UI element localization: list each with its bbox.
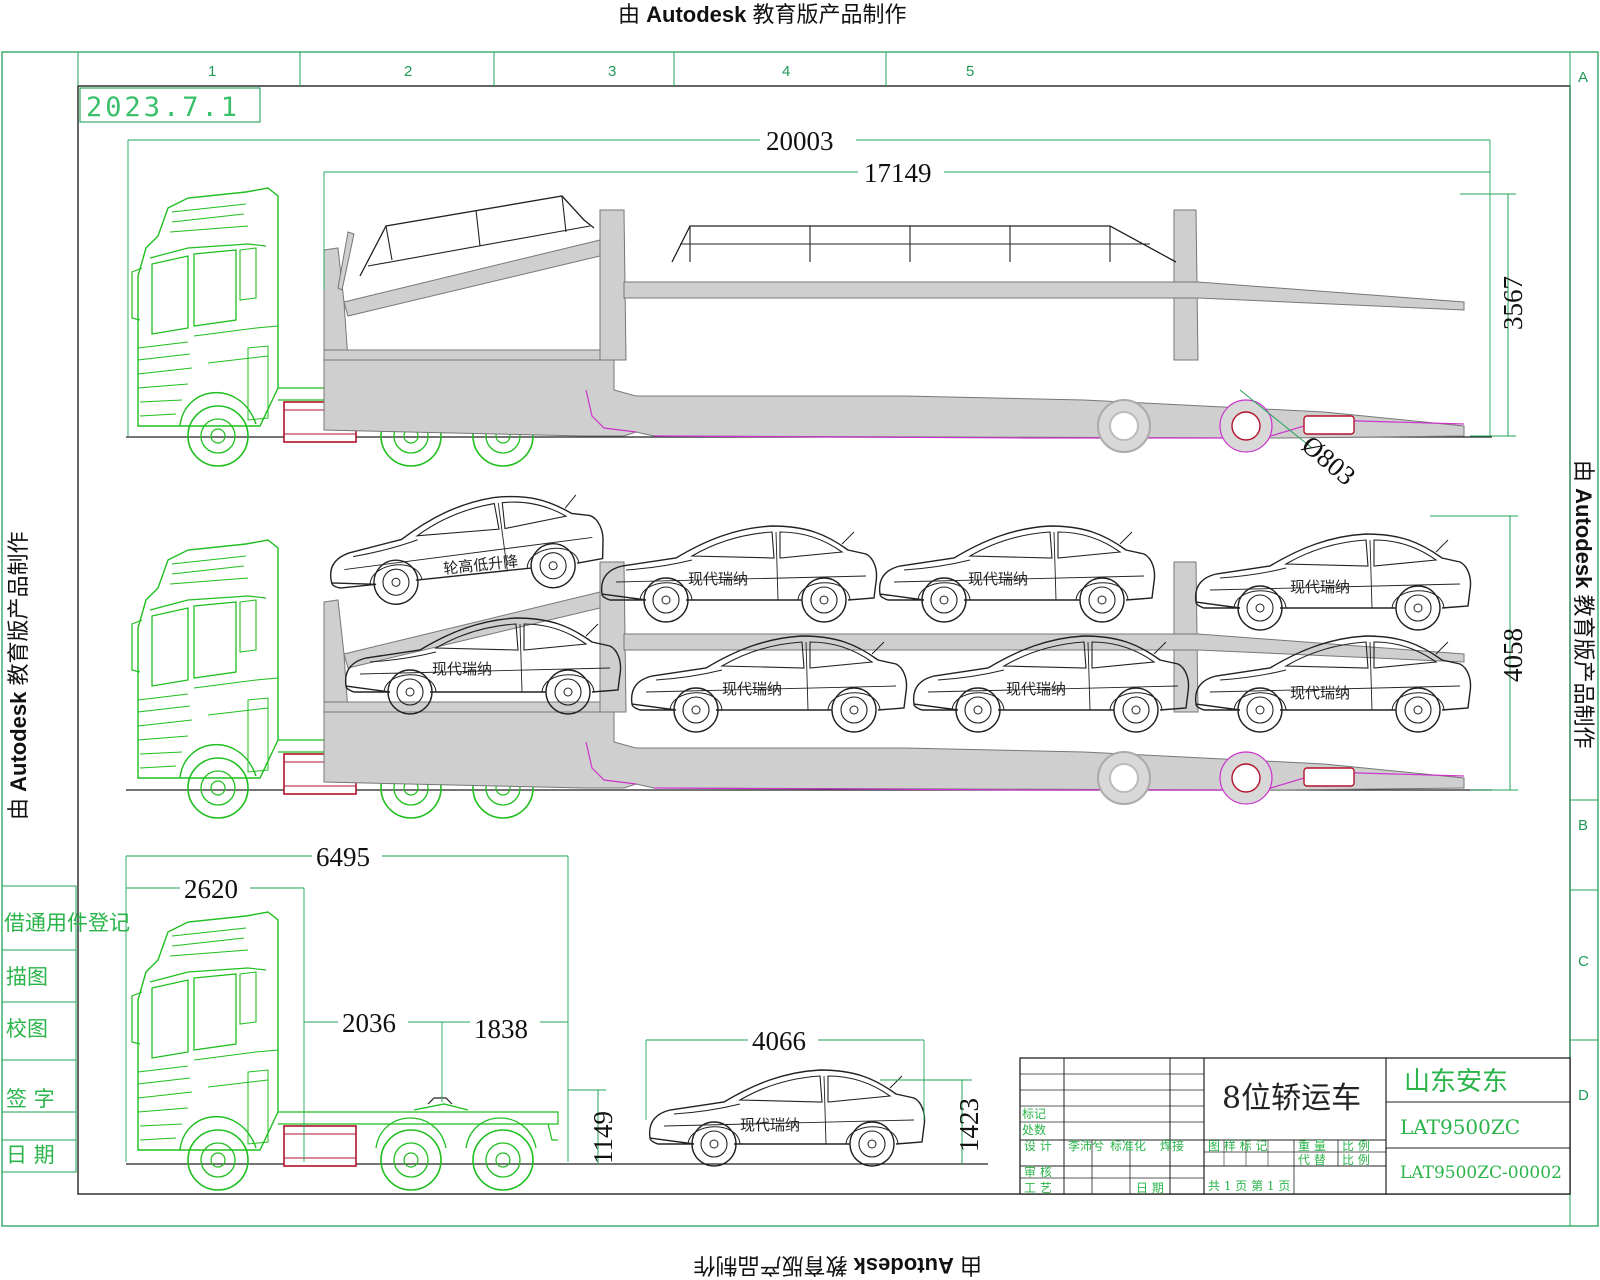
tb-label-date: 日 期 [1136,1181,1164,1195]
tb-header-mark: 图 样 标 记 [1208,1138,1267,1153]
tb-label-standard: 标准化 [1110,1139,1146,1153]
tb-header-scale-b: 比 例 [1342,1153,1370,1167]
left-col-label-4: 日 期 [6,1143,55,1167]
date-stamp: 2023.7.1 [86,92,240,123]
tb-label-process: 工 艺 [1024,1181,1052,1195]
car-label-5: 现代瑞纳 [722,680,782,698]
dim-height-loaded: 4058 [1498,628,1528,682]
dim-tractor-length: 6495 [316,842,370,872]
watermark-top: 由 Autodesk 教育版产品制作 [618,2,907,27]
grid-row-d: D [1578,1087,1589,1104]
tb-designer: 李沛兮 [1068,1138,1104,1153]
car-label-4: 现代瑞纳 [1290,578,1350,596]
car-label-6: 现代瑞纳 [1006,680,1066,698]
tb-sheet-info: 共 1 页 第 1 页 [1208,1179,1290,1193]
tb-header-scale: 比 例 [1342,1139,1370,1153]
title-block: 8位轿运车 山东安东 LAT9500ZC LAT9500ZC-00002 标记 … [1019,1057,1571,1195]
dims-view2: 4058 [1430,515,1528,791]
trailer-view1 [323,209,1465,453]
dim-height-empty: 3567 [1498,276,1528,330]
dim-axle-spacing-a: 2036 [342,1008,396,1038]
grid-row-b: B [1578,817,1588,834]
grid-col-4: 4 [782,63,790,80]
dim-fifth-wheel-height: 1149 [588,1111,618,1164]
grid-col-3: 3 [608,63,616,80]
view-loaded-carrier: 轮高低升降 现代瑞纳 现代瑞纳 现代瑞纳 现代瑞纳 现代瑞纳 现代瑞纳 现代瑞纳 [126,485,1492,819]
grid-col-2: 2 [404,63,412,80]
car-ramp-top [323,485,609,612]
left-col-label-3: 签 字 [6,1087,55,1111]
company-name: 山东安东 [1404,1067,1508,1097]
dims-view3: 6495 2620 2036 1838 1149 4066 1423 [125,840,984,1164]
dim-car-height: 1423 [954,1098,984,1152]
tb-label-count: 处数 [1022,1122,1046,1137]
tractor-view3 [131,911,559,1191]
left-col-label-0: 借通用件登记 [4,911,130,935]
tb-label-review: 审 核 [1024,1164,1052,1179]
watermark-left: 由 Autodesk 教育版产品制作 [6,531,31,820]
outer-border [1,51,1599,1227]
watermark-bottom: 由 Autodesk 教育版产品制作 [693,1253,982,1278]
model-number: LAT9500ZC [1400,1115,1520,1139]
product-name: 8位轿运车 [1222,1081,1361,1116]
dim-car-length: 4066 [752,1026,806,1056]
car-label-2: 现代瑞纳 [688,570,748,588]
view-tractor-only: 现代瑞纳 [126,911,988,1191]
tb-label-weld: 焊接 [1160,1138,1184,1153]
left-column-block: 借通用件登记 描图 校图 签 字 日 期 [1,885,130,1173]
drawing-number: LAT9500ZC-00002 [1400,1163,1562,1183]
grid-row-c: C [1578,953,1589,970]
view-empty-carrier [126,187,1492,467]
dim-wheel-diameter: Ø803 [1296,430,1361,492]
date-box [79,87,261,123]
car-label-3: 现代瑞纳 [968,570,1028,588]
tb-header-weight: 重 量 [1298,1139,1326,1153]
left-col-label-1: 描图 [6,965,48,989]
tb-label-design: 设 计 [1024,1139,1052,1153]
tb-header-replace: 代 替 [1298,1153,1326,1167]
grid-col-1: 1 [208,63,216,80]
dim-trailer-length: 17149 [864,158,932,188]
dim-total-length: 20003 [766,126,834,156]
dim-cab-length: 2620 [184,874,238,904]
left-col-label-2: 校图 [6,1017,48,1041]
grid-col-5: 5 [966,63,974,80]
car-label-7: 现代瑞纳 [1290,684,1350,702]
car-label-ramp: 轮高低升降 [443,552,519,578]
dim-axle-spacing-b: 1838 [474,1014,528,1044]
grid-row-a: A [1578,69,1588,86]
trailer-view2 [323,561,1465,805]
car-label-1: 现代瑞纳 [432,660,492,678]
tb-label-mark: 标记 [1022,1107,1046,1121]
car-label-single: 现代瑞纳 [740,1116,800,1134]
watermark-right: 由 Autodesk 教育版产品制作 [1571,460,1596,749]
